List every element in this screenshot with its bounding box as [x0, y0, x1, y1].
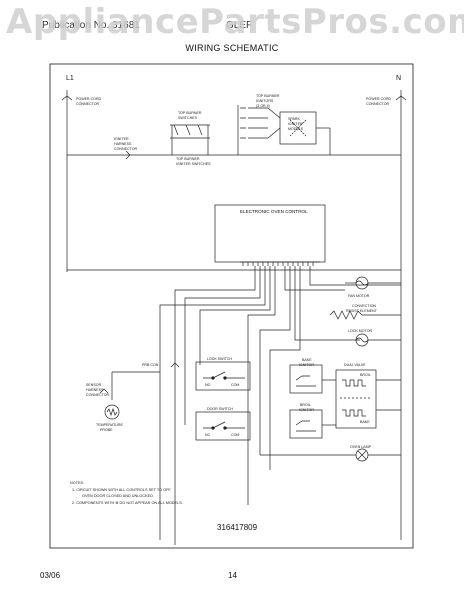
burner-switches-label-2: SWITCHES [178, 116, 198, 120]
note-1: 1. CIRCUIT SHOWN WITH ALL CONTROLS SET T… [72, 488, 171, 492]
temp-probe-label-2: PROBE [100, 428, 113, 432]
burner-switches [170, 124, 210, 155]
harness-label-3: CONNECTOR [114, 147, 137, 151]
oven-lamp-label: OVEN LAMP [350, 445, 372, 449]
lock-switch-com: COM [231, 383, 239, 387]
lock-switch-no: NO [205, 383, 211, 387]
ignitors-label-3: (3 OR 4) [256, 104, 270, 108]
bake-ignitor-label-1: BAKE [302, 358, 312, 362]
power-cord-left-label-2: CONNECTOR [76, 102, 99, 106]
lock-switch [195, 361, 251, 391]
dual-valve [335, 369, 377, 429]
door-switch-label: DOOR SWITCH [207, 407, 233, 411]
power-cord-right-label-2: CONNECTOR [366, 102, 389, 106]
model-label: GLEF [226, 20, 253, 31]
temp-probe-label-1: TEMPERATURE [96, 423, 123, 427]
control-wiring [159, 266, 402, 545]
ignitors [237, 105, 281, 155]
footer-date: 03/06 [40, 571, 61, 580]
footer-page-number: 14 [228, 571, 237, 580]
igniter-switches-label-1: TOP BURNER [176, 157, 200, 161]
door-switch-com: COM [231, 433, 239, 437]
door-switch [195, 411, 251, 441]
schematic-frame [49, 63, 414, 549]
igniter-switches-label-2: IGNITER SWITCHES [176, 162, 211, 166]
harness-connector [125, 150, 131, 160]
control-label: ELECTRONIC OVEN CONTROL [240, 209, 308, 214]
power-cord-right-label-1: POWER CORD [366, 97, 392, 101]
notes-title: NOTES: [70, 481, 84, 485]
bake-valve-label: BAKE [360, 420, 370, 424]
n-cord-connector [395, 95, 407, 101]
lock-motor-label: LOCK MOTOR [348, 329, 372, 333]
broil-valve-label: BROIL [360, 373, 371, 377]
convection-label-1: CONVECTION [352, 304, 376, 308]
harness-label-1: IGNITER [114, 137, 129, 141]
part-number: 316417809 [217, 523, 258, 532]
sensor-harness-label-3: CONNECTOR [86, 393, 109, 397]
convection-element [329, 310, 401, 320]
convection-label-2: RESIST ELEMENT [346, 309, 378, 313]
note-1b: OVEN DOOR CLOSED AND UNLOCKED. [82, 494, 154, 498]
burner-switches-label-1: TOP BURNER [178, 111, 202, 115]
l1-label: L1 [66, 75, 74, 82]
probe-connector [170, 362, 180, 368]
broil-ignitor [289, 409, 323, 439]
spark-module-label-1: SPARK [288, 117, 301, 121]
harness-label-2: HARNESS [114, 142, 132, 146]
n-label: N [396, 75, 401, 82]
sensor-harness-label-1: SENSOR [86, 383, 102, 387]
lock-switch-label: LOCK SWITCH [207, 357, 232, 361]
broil-ignitor-label-2: IGNITOR [299, 408, 314, 412]
bake-ignitor [289, 364, 323, 394]
fan-motor-label: FAN MOTOR [348, 294, 370, 298]
spark-module-label-2: IGNITER [288, 122, 303, 126]
page-title: WIRING SCHEMATIC [185, 43, 279, 53]
sensor-harness-label-2: HARNESS [86, 388, 104, 392]
watermark: AppliancePartsPros.com [6, 2, 464, 42]
note-2: 2. COMPONENTS WITH ※ DO NOT APPEAR ON AL… [72, 501, 183, 505]
control-terminals [242, 262, 314, 266]
ignitors-label-1: TOP BURNER [256, 94, 280, 98]
broil-ignitor-label-1: BROIL [300, 403, 311, 407]
probe-con-label: PRB CON [142, 363, 159, 367]
publication-number: Publication No. 31681 [42, 20, 140, 31]
l1-cord-connector [61, 95, 73, 101]
dual-valve-label: DUAL VALVE [344, 363, 366, 367]
bake-ignitor-label-2: IGNITOR [299, 363, 314, 367]
ignitors-label-2: IGNITORS [256, 99, 274, 103]
temperature-probe [104, 404, 120, 420]
power-cord-left-label-1: POWER CORD [76, 97, 102, 101]
spark-module-label-3: MODULE [288, 127, 304, 131]
door-switch-nc: NC [205, 433, 211, 437]
